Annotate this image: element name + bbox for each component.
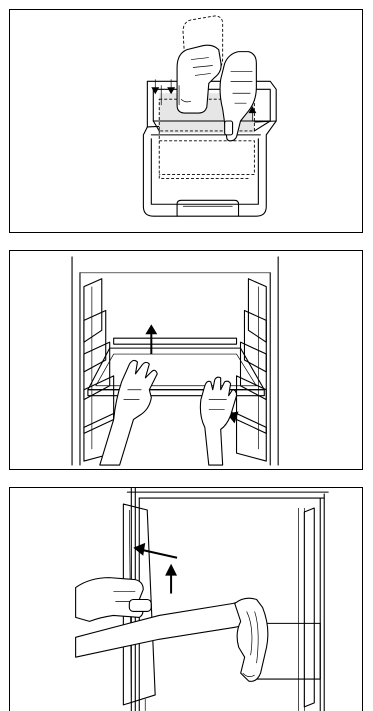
lift-up-arrow xyxy=(145,324,157,354)
glass-shelf xyxy=(88,348,264,396)
drawer-illustration xyxy=(10,10,362,232)
door-bin-illustration xyxy=(10,488,362,711)
shelf-removal-illustration xyxy=(10,251,362,469)
panel-drawer-adjustment xyxy=(9,9,363,233)
thumb xyxy=(129,600,151,612)
right-hand xyxy=(200,377,236,465)
left-hand xyxy=(100,360,157,465)
panel-shelf-removal xyxy=(9,250,363,470)
pull-left-arrow xyxy=(133,543,177,558)
fingertip xyxy=(225,121,233,135)
shelf-back-edge xyxy=(114,338,237,344)
door-frame xyxy=(127,488,328,711)
panel-door-bin-removal xyxy=(9,487,363,711)
right-rails xyxy=(237,279,267,461)
lift-up-arrow xyxy=(165,564,177,594)
right-hand xyxy=(235,598,268,681)
